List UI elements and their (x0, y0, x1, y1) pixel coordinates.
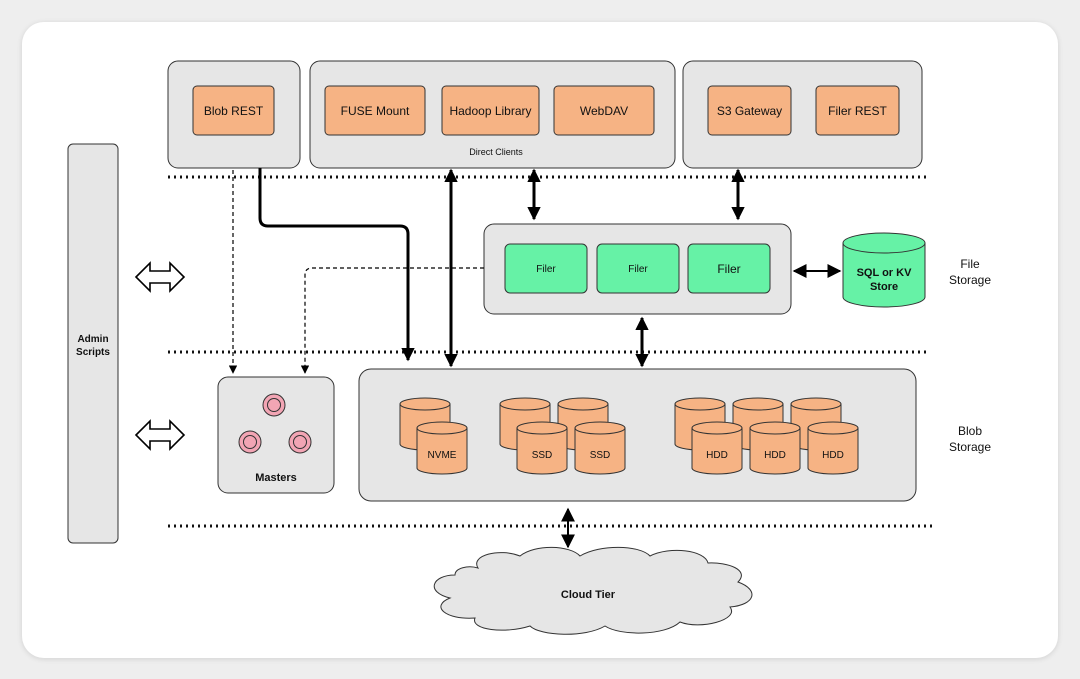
filer-rest-label: Filer REST (828, 104, 887, 118)
master-node-icon (238, 430, 262, 454)
filer-master-lookup (300, 267, 484, 374)
filer-label-1: Filer (536, 264, 556, 275)
file-storage-label-line1: File (960, 257, 980, 271)
admin-blob-arrow-icon (134, 419, 186, 451)
direct-clients-label: Direct Clients (469, 147, 523, 157)
blob-rest-box (192, 85, 275, 136)
hdd-disk-label: HDD (822, 450, 844, 461)
admin-label-line2: Scripts (76, 347, 110, 358)
ssd-disk-label: SSD (532, 450, 553, 461)
nvme-disk-label: NVME (428, 450, 457, 461)
webdav-box (553, 85, 655, 136)
ssd-disk-icon: SSD (574, 421, 626, 475)
admin-scripts-bar: Admin Scripts (67, 143, 119, 544)
master-node-icon (262, 393, 286, 417)
filer-box-3 (687, 243, 771, 294)
filer-label-2: Filer (628, 264, 648, 275)
hdd-disk-label: HDD (764, 450, 786, 461)
admin-label-line1: Admin (77, 334, 108, 345)
ssd-disk-label: SSD (590, 450, 611, 461)
hadoop-library-box (441, 85, 540, 136)
store-label-line1: SQL or KV (857, 267, 912, 279)
hdd-disk-icon: HDD (691, 421, 743, 475)
hadoop-library-label: Hadoop Library (449, 104, 531, 118)
store-label-line2: Store (870, 281, 898, 293)
s3-gateway-box (707, 85, 792, 136)
blob-rest-panel: Blob REST (167, 60, 301, 169)
master-node-icon (288, 430, 312, 454)
s3-gateway-label: S3 Gateway (717, 104, 782, 118)
file-storage-label-line2: Storage (949, 273, 991, 287)
sql-kv-store-icon: SQL or KV Store (842, 232, 926, 308)
blob-storage-label-line1: Blob (958, 424, 982, 438)
filer-panel: Filer Filer Filer (483, 223, 792, 315)
hdd-disk-icon: HDD (807, 421, 859, 475)
hdd-disk-label: HDD (706, 450, 728, 461)
gateway-panel: S3 Gateway Filer REST (682, 60, 923, 169)
nvme-disk-icon: NVME (416, 421, 468, 475)
direct-clients-panel: FUSE Mount Hadoop Library WebDAV Direct … (309, 60, 676, 169)
fuse-mount-label: FUSE Mount (341, 104, 410, 118)
admin-file-arrow-icon (134, 261, 186, 293)
webdav-label: WebDAV (580, 104, 628, 118)
masters-label: Masters (255, 472, 297, 484)
ssd-disk-icon: SSD (516, 421, 568, 475)
blob-rest-label: Blob REST (204, 104, 264, 118)
filer-label-3: Filer (717, 262, 740, 276)
fuse-mount-box (324, 85, 426, 136)
disk-group: NVME SSD SSD HDD HDD HDD (399, 397, 859, 475)
hdd-disk-icon: HDD (749, 421, 801, 475)
filer-box-2 (596, 243, 680, 294)
filer-box-1 (504, 243, 588, 294)
cloud-tier-label: Cloud Tier (561, 589, 616, 601)
masters-panel: Masters (217, 376, 335, 494)
cloud-tier-icon: Cloud Tier (433, 546, 753, 635)
filer-rest-box (815, 85, 900, 136)
blob-rest-connector (258, 168, 415, 362)
blob-storage-label-line2: Storage (949, 440, 991, 454)
